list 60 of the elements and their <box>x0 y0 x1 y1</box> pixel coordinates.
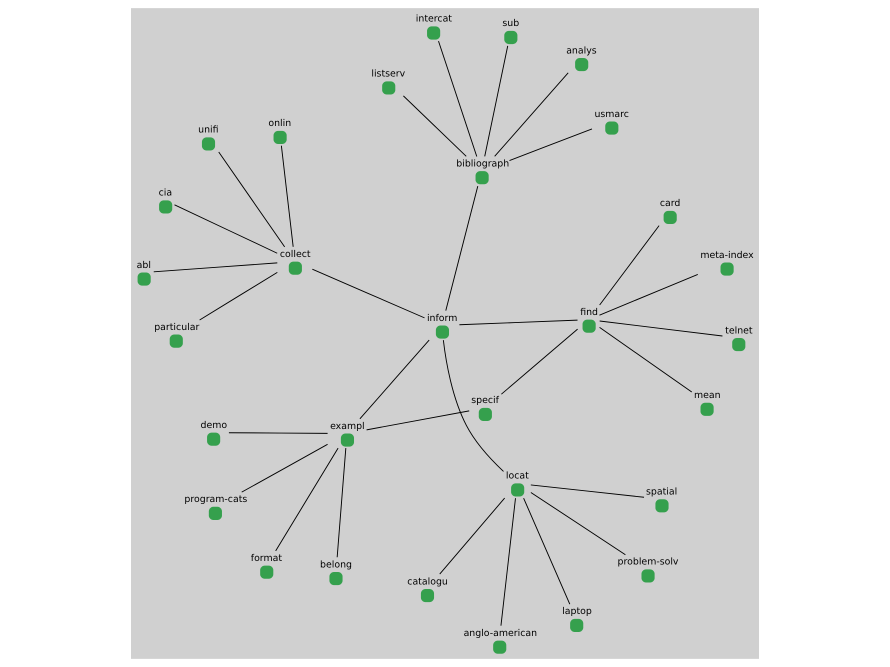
node-label: card <box>660 198 680 210</box>
connector <box>280 145 294 248</box>
node-label: unifi <box>198 124 219 136</box>
node-label: format <box>250 552 282 564</box>
node-label: analys <box>566 45 597 56</box>
connector <box>445 186 478 312</box>
node-label: locat <box>506 470 529 482</box>
connector <box>530 492 626 556</box>
node-label: sub <box>502 18 520 30</box>
connector <box>494 72 569 157</box>
connector <box>199 272 278 320</box>
connector <box>366 410 470 430</box>
node-label: belong <box>320 559 352 570</box>
node-label: inform <box>426 312 458 324</box>
node-label: usmarc <box>594 108 629 120</box>
node-label: anglo-american <box>464 628 538 639</box>
connector <box>599 225 660 306</box>
node-label: abl <box>136 260 151 271</box>
node-label: mean <box>694 390 721 402</box>
connector <box>228 432 328 434</box>
connector <box>442 340 504 472</box>
connector <box>359 340 430 420</box>
node-label: exampl <box>330 420 365 432</box>
connector <box>599 326 692 392</box>
node-label: collect <box>280 248 311 260</box>
connector <box>599 320 723 336</box>
connector <box>458 320 578 326</box>
connector <box>153 262 278 272</box>
connector <box>275 448 339 552</box>
connector <box>523 498 570 605</box>
node-label: particular <box>154 322 200 333</box>
connector <box>509 128 592 161</box>
node-label: catalogu <box>407 576 448 588</box>
node-label: onlin <box>268 118 292 130</box>
node-label: listserv <box>371 68 406 80</box>
connector <box>439 498 506 575</box>
connector <box>599 274 698 316</box>
node-label: telnet <box>725 325 753 336</box>
node-label: program-cats <box>184 494 248 506</box>
connector <box>530 484 645 498</box>
node-label: laptop <box>562 606 592 618</box>
node-label: find <box>580 306 598 318</box>
connector <box>241 444 328 493</box>
node-label: bibliograph <box>456 158 510 170</box>
node-label: spatial <box>646 486 678 498</box>
connector <box>500 328 578 395</box>
node-label: specif <box>471 395 499 406</box>
connector <box>484 45 508 157</box>
connector <box>438 40 478 157</box>
connector <box>336 448 346 558</box>
connector <box>500 498 516 626</box>
node-label: meta-index <box>700 250 754 261</box>
node-label: cia <box>158 188 172 199</box>
node-label: problem-solv <box>618 556 678 568</box>
connector <box>218 152 286 248</box>
connector <box>402 95 467 157</box>
node-label: intercat <box>416 14 452 25</box>
node-label: demo <box>200 420 228 431</box>
connector <box>312 268 425 318</box>
connector <box>174 204 278 254</box>
